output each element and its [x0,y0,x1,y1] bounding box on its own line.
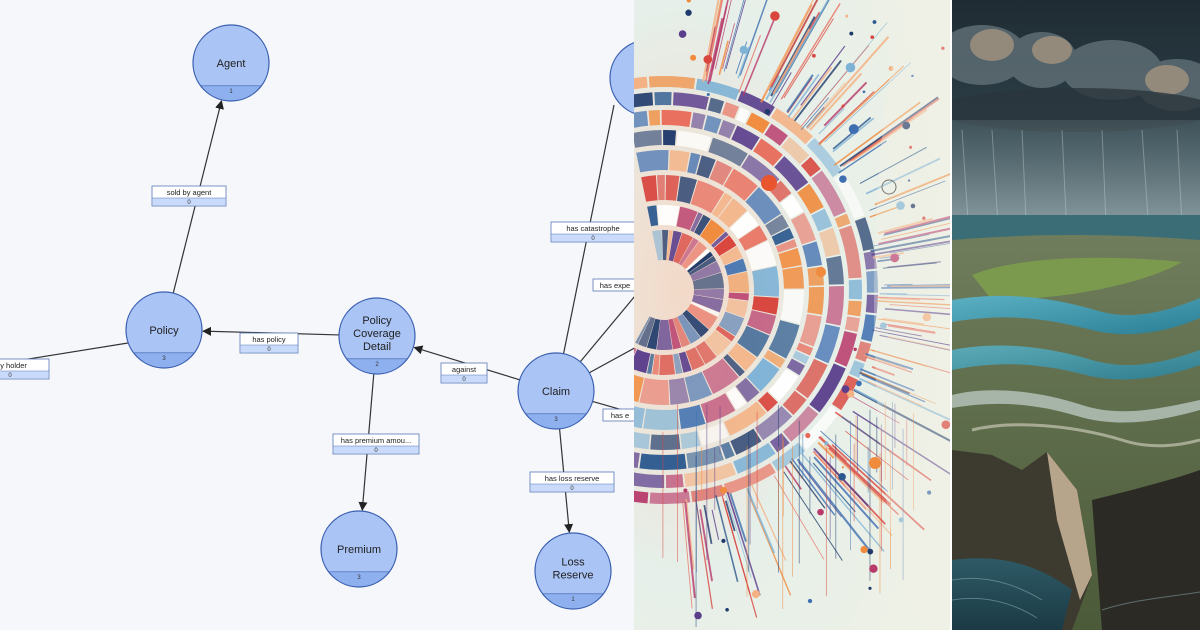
edge-label-text: has catastrophe [566,224,619,233]
node-count: 1 [229,89,233,95]
edge-label-text: has premium amou... [341,436,411,445]
edge-count: 0 [591,236,595,242]
node-claim[interactable]: Claim 3 [517,352,595,452]
edge-label-has-catastrophe[interactable]: has catastrophe 0 [550,221,634,243]
node-title-line: Policy [149,325,179,337]
node-count: 3 [357,575,361,581]
edge-label-has-policy[interactable]: has policy 0 [239,332,299,354]
node-title-line: Detail [363,341,391,353]
node-count: 1 [571,597,575,603]
edge-count: 0 [374,448,378,454]
node-agent[interactable]: Agent 1 [192,24,270,124]
abstract-radial-art-image [634,0,950,630]
edge-label-has-loss-reserve[interactable]: has loss reserve 0 [529,471,615,493]
edge-label-has-premium-amount[interactable]: has premium amou... 0 [332,433,420,455]
node-count: 3 [162,356,166,362]
edge-line-has-expense [579,296,634,363]
edges-layer [0,99,634,534]
node-count: 2 [375,362,379,368]
graph-canvas: Agent1Policy3PolicyCoverageDetail2Claim3… [0,24,634,630]
edge-line-policy-holder [0,342,129,365]
abstract-art-canvas [634,0,950,630]
node-premium[interactable]: Premium 3 [320,510,398,610]
node-title-line: Premium [337,544,381,556]
edge-label-text: sold by agent [167,188,213,197]
edge-count: 0 [267,347,271,353]
node-title-line: Policy [362,315,392,327]
panel-divider [950,0,952,630]
edge-label-has-expense[interactable]: has expe [592,278,634,292]
node-title-line: Claim [542,386,570,398]
edge-label-text: against [452,365,477,374]
node-policy[interactable]: Policy 3 [125,291,203,391]
node-catastrophe[interactable]: Ca [609,40,634,116]
node-count: 3 [554,417,558,423]
edge-label-text: licy holder [0,361,27,370]
edge-count: 0 [570,486,574,492]
node-title-line: Coverage [353,328,401,340]
edge-label-text: has expe [600,281,630,290]
edge-line-offscreen [589,347,634,374]
node-title-line: Reserve [553,570,594,582]
node-title-line: Agent [217,58,246,70]
edge-count: 0 [187,200,191,206]
edge-count: 0 [8,373,12,379]
edge-label-text: has e [611,411,629,420]
edge-label-sold-by-agent[interactable]: sold by agent 0 [151,185,227,207]
node-title-line: Loss [561,557,585,569]
nodes-layer: Agent1Policy3PolicyCoverageDetail2Claim3… [125,24,634,630]
edge-label-text: has policy [252,335,286,344]
edge-label-against[interactable]: against 0 [440,362,488,384]
aerial-landscape-image [952,0,1200,630]
edge-label-policy-holder[interactable]: licy holder 0 [0,358,50,380]
edge-count: 0 [462,377,466,383]
landscape-canvas [952,0,1200,630]
edge-label-has-e[interactable]: has e [602,408,634,422]
edge-label-text: has loss reserve [545,474,600,483]
